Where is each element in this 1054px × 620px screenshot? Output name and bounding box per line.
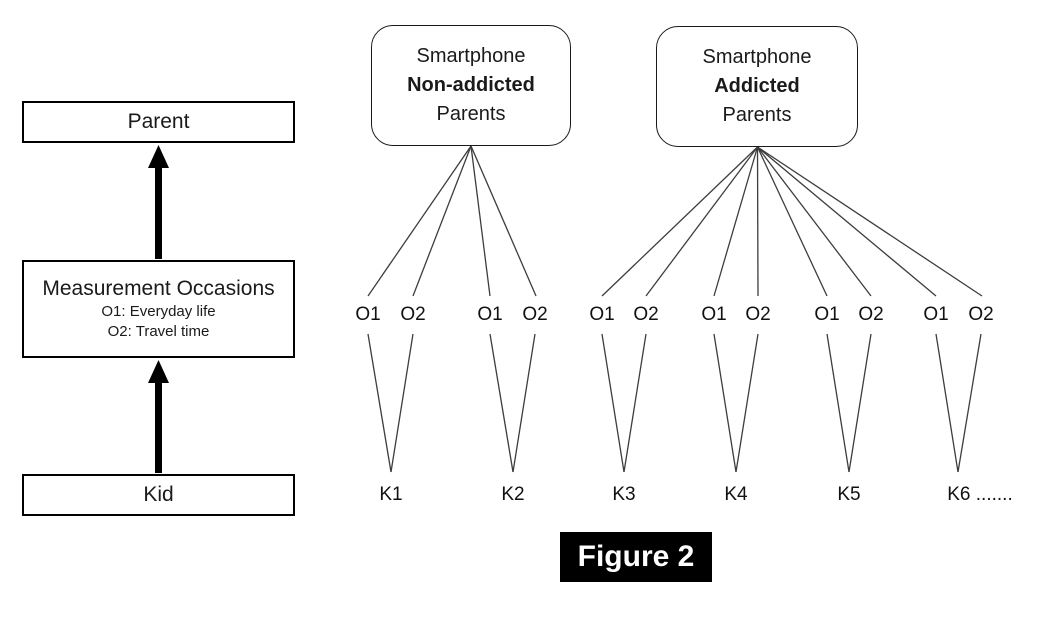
kid-label-k3: K3 bbox=[612, 484, 636, 505]
v-lines-k6 bbox=[935, 333, 982, 473]
kid-label-k4: K4 bbox=[724, 484, 748, 505]
fan-addicted bbox=[601, 146, 983, 297]
measurement-occasions-box: Measurement Occasions O1: Everyday life … bbox=[22, 260, 295, 358]
kid-label-k5: K5 bbox=[837, 484, 861, 505]
occasion-label-k5-o1: O1 bbox=[814, 304, 840, 325]
measurement-occasions-title: Measurement Occasions bbox=[42, 277, 275, 300]
occasion-label-k2-o2: O2 bbox=[522, 304, 548, 325]
group-box-non-addicted: Smartphone Non-addicted Parents bbox=[371, 25, 571, 146]
figure-caption: Figure 2 bbox=[560, 532, 712, 582]
v-lines-k3 bbox=[601, 333, 647, 473]
occasion-label-k5-o2: O2 bbox=[858, 304, 884, 325]
kid-label-k1: K1 bbox=[379, 484, 403, 505]
kid-box-label: Kid bbox=[143, 483, 174, 506]
occasion-1-definition: O1: Everyday life bbox=[101, 303, 216, 320]
fan-non-addicted bbox=[367, 145, 537, 297]
group-non-addicted-line3: Parents bbox=[436, 103, 506, 125]
group-box-addicted: Smartphone Addicted Parents bbox=[656, 26, 858, 147]
group-addicted-line1: Smartphone bbox=[702, 46, 812, 68]
occasion-label-k4-o2: O2 bbox=[745, 304, 771, 325]
occasion-label-k1-o2: O2 bbox=[400, 304, 426, 325]
figure-caption-text: Figure 2 bbox=[577, 540, 695, 573]
occasion-label-k6-o2: O2 bbox=[968, 304, 994, 325]
occasion-label-k4-o1: O1 bbox=[701, 304, 727, 325]
occasion-label-k3-o2: O2 bbox=[633, 304, 659, 325]
v-lines-k5 bbox=[826, 333, 872, 473]
v-lines-k4 bbox=[713, 333, 759, 473]
arrow-measurement-to-parent bbox=[148, 145, 169, 259]
kid-label-k2: K2 bbox=[501, 484, 525, 505]
arrow-kid-to-measurement bbox=[148, 360, 169, 473]
occasion-label-k6-o1: O1 bbox=[923, 304, 949, 325]
group-non-addicted-line2: Non-addicted bbox=[407, 74, 535, 96]
occasion-label-k2-o1: O1 bbox=[477, 304, 503, 325]
parent-box-label: Parent bbox=[127, 110, 190, 133]
v-lines-k1 bbox=[367, 333, 414, 473]
kid-box: Kid bbox=[22, 474, 295, 516]
group-non-addicted-line1: Smartphone bbox=[416, 45, 526, 67]
occasion-label-k3-o1: O1 bbox=[589, 304, 615, 325]
group-addicted-line2: Addicted bbox=[714, 75, 800, 97]
occasion-2-definition: O2: Travel time bbox=[107, 323, 210, 340]
v-lines-k2 bbox=[489, 333, 536, 473]
group-addicted-line3: Parents bbox=[722, 104, 792, 126]
kid-label-k6: K6 ....... bbox=[947, 484, 1013, 505]
occasion-label-k1-o1: O1 bbox=[355, 304, 381, 325]
parent-box: Parent bbox=[22, 101, 295, 143]
